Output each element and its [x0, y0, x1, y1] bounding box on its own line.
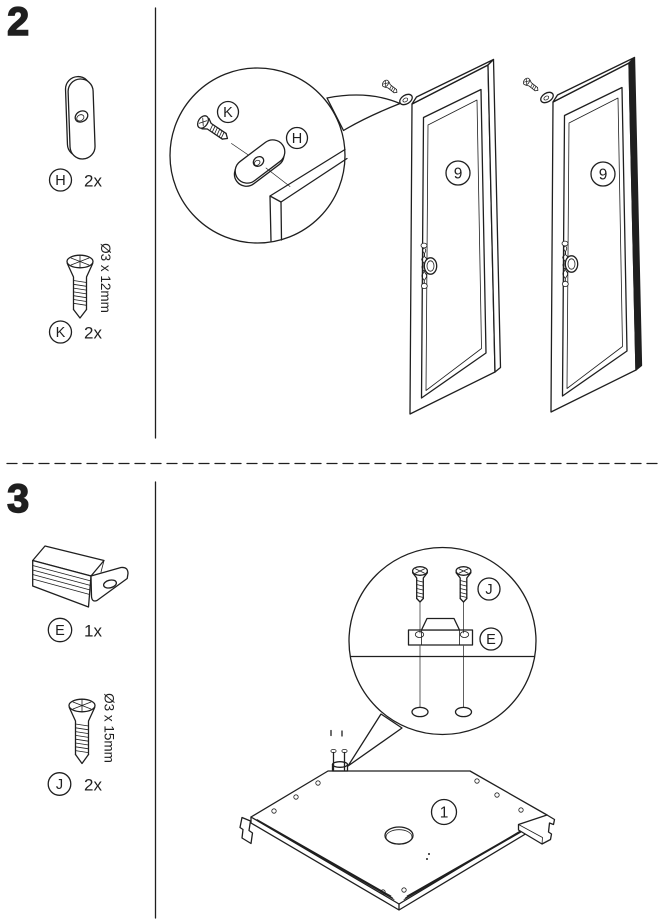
callout-label-j: J — [485, 582, 492, 598]
part-h-letter: H — [55, 173, 65, 189]
step-2-number: 2 — [7, 0, 29, 44]
callout-label-h: H — [292, 131, 302, 147]
panel-1-label: 1 — [440, 805, 449, 822]
step-3-section: 3 E 1x Ø3 x 15mm J 2x — [6, 476, 556, 919]
panel-1: 1 — [239, 729, 556, 911]
part-e-label: E 1x — [47, 617, 102, 643]
part-j-thumbnail — [68, 698, 96, 765]
door-edge-shadow — [629, 57, 642, 370]
panel-cable-hole-depth — [385, 829, 413, 845]
step-3-number: 3 — [7, 477, 29, 521]
plate-h-icon — [233, 139, 286, 187]
catch-front-icon — [407, 617, 474, 646]
part-k-letter: K — [56, 325, 66, 341]
panel-holes — [271, 778, 524, 895]
part-j-dimension: Ø3 x 15mm — [102, 693, 117, 763]
panel-rails — [256, 819, 542, 900]
part-e-letter: E — [55, 623, 65, 639]
door-corner-icon — [269, 148, 348, 242]
part-h-thumbnail — [64, 75, 96, 160]
part-h-qty: 2x — [84, 172, 102, 191]
part-k-qty: 2x — [84, 324, 102, 343]
part-j-letter: J — [56, 777, 63, 793]
callout-pointer — [326, 94, 401, 132]
door-9-right: 9 — [522, 58, 641, 413]
part-h-label: H 2x — [48, 168, 102, 192]
step-2-callout: K H — [169, 67, 401, 244]
pilot-hole-left — [411, 706, 429, 718]
step-2-section: 2 H 2x Ø3 x 12mm K 2x — [6, 0, 642, 439]
panel-foot-right — [517, 814, 556, 845]
callout-pointer — [347, 713, 403, 767]
callout-label-e: E — [486, 632, 496, 648]
panel-foot-left — [239, 816, 254, 845]
part-j-qty: 2x — [84, 776, 102, 795]
catch-on-panel — [330, 729, 349, 772]
part-e-thumbnail — [32, 545, 129, 608]
part-k-thumbnail — [66, 254, 94, 319]
door-9-left-label: 9 — [454, 166, 463, 183]
door-9-right-label: 9 — [599, 167, 608, 184]
callout-label-k: K — [223, 105, 233, 121]
part-k-dimension: Ø3 x 12mm — [98, 243, 113, 313]
part-e-qty: 1x — [84, 622, 102, 641]
part-k-label: K 2x — [48, 320, 102, 344]
pilot-hole-right — [454, 706, 473, 718]
part-j-label: J 2x — [47, 772, 102, 796]
door-9-left: 9 — [381, 60, 500, 415]
step-3-callout: J E — [347, 546, 537, 767]
